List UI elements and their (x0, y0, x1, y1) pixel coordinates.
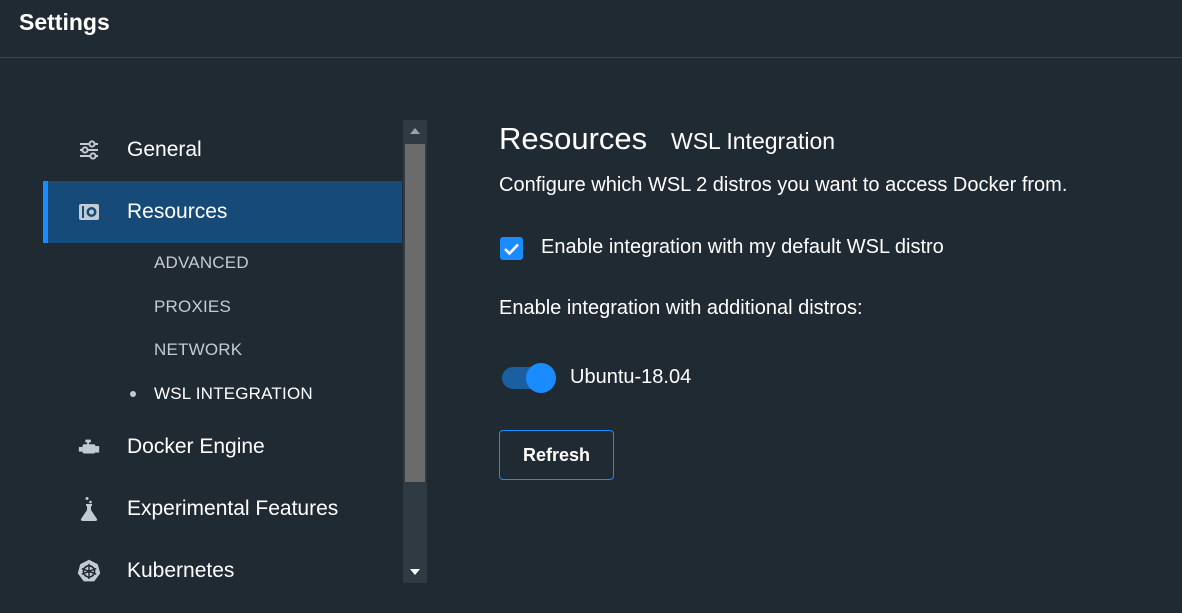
sidebar-item-label: General (127, 138, 202, 161)
scroll-down-arrow-icon[interactable] (403, 561, 427, 583)
default-distro-label: Enable integration with my default WSL d… (541, 236, 944, 258)
refresh-button[interactable]: Refresh (499, 430, 614, 480)
additional-distros-label: Enable integration with additional distr… (499, 297, 863, 319)
sidebar-item-kubernetes[interactable]: Kubernetes (43, 540, 402, 584)
sidebar-subitem-advanced[interactable]: ADVANCED (154, 253, 249, 272)
window-title: Settings (19, 9, 110, 35)
scrollbar-thumb[interactable] (405, 144, 425, 482)
resources-icon (77, 200, 101, 224)
sidebar-subitem-wsl-integration[interactable]: WSL INTEGRATION (154, 384, 313, 403)
toggle-knob (526, 363, 556, 393)
sidebar-item-experimental-features[interactable]: Experimental Features (43, 478, 402, 540)
flask-icon (77, 497, 101, 521)
sidebar-item-resources[interactable]: Resources (43, 181, 402, 243)
page-description: Configure which WSL 2 distros you want t… (499, 174, 1068, 196)
title-bar: Settings (0, 0, 1182, 58)
sidebar-subitem-network[interactable]: NETWORK (154, 340, 243, 359)
default-distro-checkbox[interactable] (500, 237, 523, 260)
page-subtitle: WSL Integration (671, 128, 836, 154)
engine-icon (77, 435, 101, 459)
distro-name: Ubuntu-18.04 (570, 366, 692, 388)
current-indicator-dot (130, 391, 136, 397)
sidebar-item-label: Resources (127, 200, 228, 223)
sliders-icon (77, 138, 101, 162)
checkmark-icon (504, 243, 519, 255)
distro-toggle-ubuntu[interactable] (500, 363, 556, 393)
sidebar-item-label: Experimental Features (127, 497, 339, 520)
sidebar-item-label: Kubernetes (127, 559, 235, 582)
sidebar: General Resources ADVANCED PROXIES NETWO… (43, 119, 402, 584)
sidebar-item-label: Docker Engine (127, 435, 265, 458)
sidebar-item-general[interactable]: General (43, 119, 402, 181)
sidebar-item-docker-engine[interactable]: Docker Engine (43, 416, 402, 478)
page-title: Resources (499, 121, 648, 156)
scroll-up-arrow-icon[interactable] (403, 120, 427, 142)
kubernetes-icon (77, 559, 101, 583)
sidebar-subitem-proxies[interactable]: PROXIES (154, 297, 231, 316)
sidebar-scrollbar[interactable] (403, 120, 427, 583)
